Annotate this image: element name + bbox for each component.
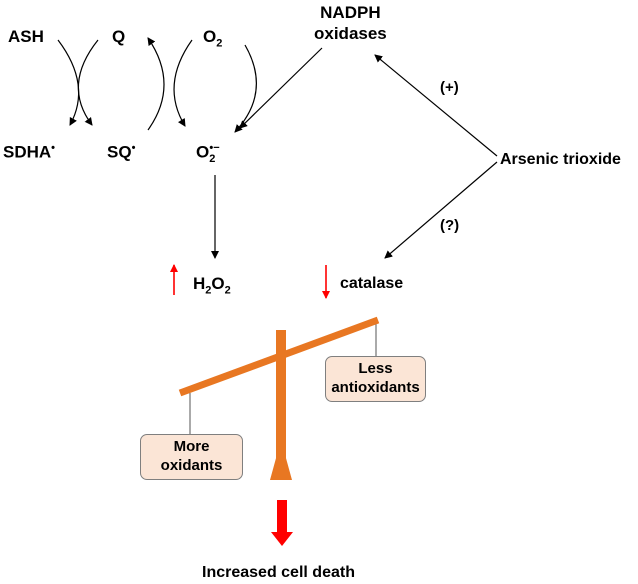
ash-label: ASH: [8, 27, 44, 46]
arsenic-trioxide-label: Arsenic trioxide: [500, 151, 621, 168]
q-to-sq-arrow: [77, 39, 99, 126]
o2-label: O2: [203, 27, 223, 50]
less-antioxidants-box: Less antioxidants: [325, 356, 426, 402]
sq-to-q-arrow: [147, 37, 165, 131]
more-oxidants-box: More oxidants: [140, 434, 243, 480]
h2o2-label: H2O2: [193, 274, 231, 297]
o2-to-superoxide-arrow: [234, 44, 257, 133]
nadph-to-superoxide-arrow: [239, 47, 323, 129]
sq-label: SQ•: [107, 142, 136, 162]
arsenic-to-catalase-arrow: [384, 161, 498, 259]
sdha-label: SDHA•: [3, 142, 56, 162]
superoxide-label: O2•−: [196, 142, 220, 166]
arsenic-to-nadph-arrow: [374, 54, 498, 157]
q-label: Q: [112, 27, 126, 46]
nadph-oxidases-label: NADPH oxidases: [314, 3, 387, 43]
balance-scale-icon: [178, 316, 380, 480]
activation-label: (+): [440, 79, 459, 96]
o2-to-sq-arrow: [173, 39, 193, 127]
result-arrow-icon: [271, 500, 293, 546]
ash-to-sdha-arrow: [57, 39, 80, 126]
result-label: Increased cell death: [202, 564, 355, 581]
uncertain-label: (?): [440, 217, 460, 234]
catalase-label: catalase: [340, 275, 404, 292]
